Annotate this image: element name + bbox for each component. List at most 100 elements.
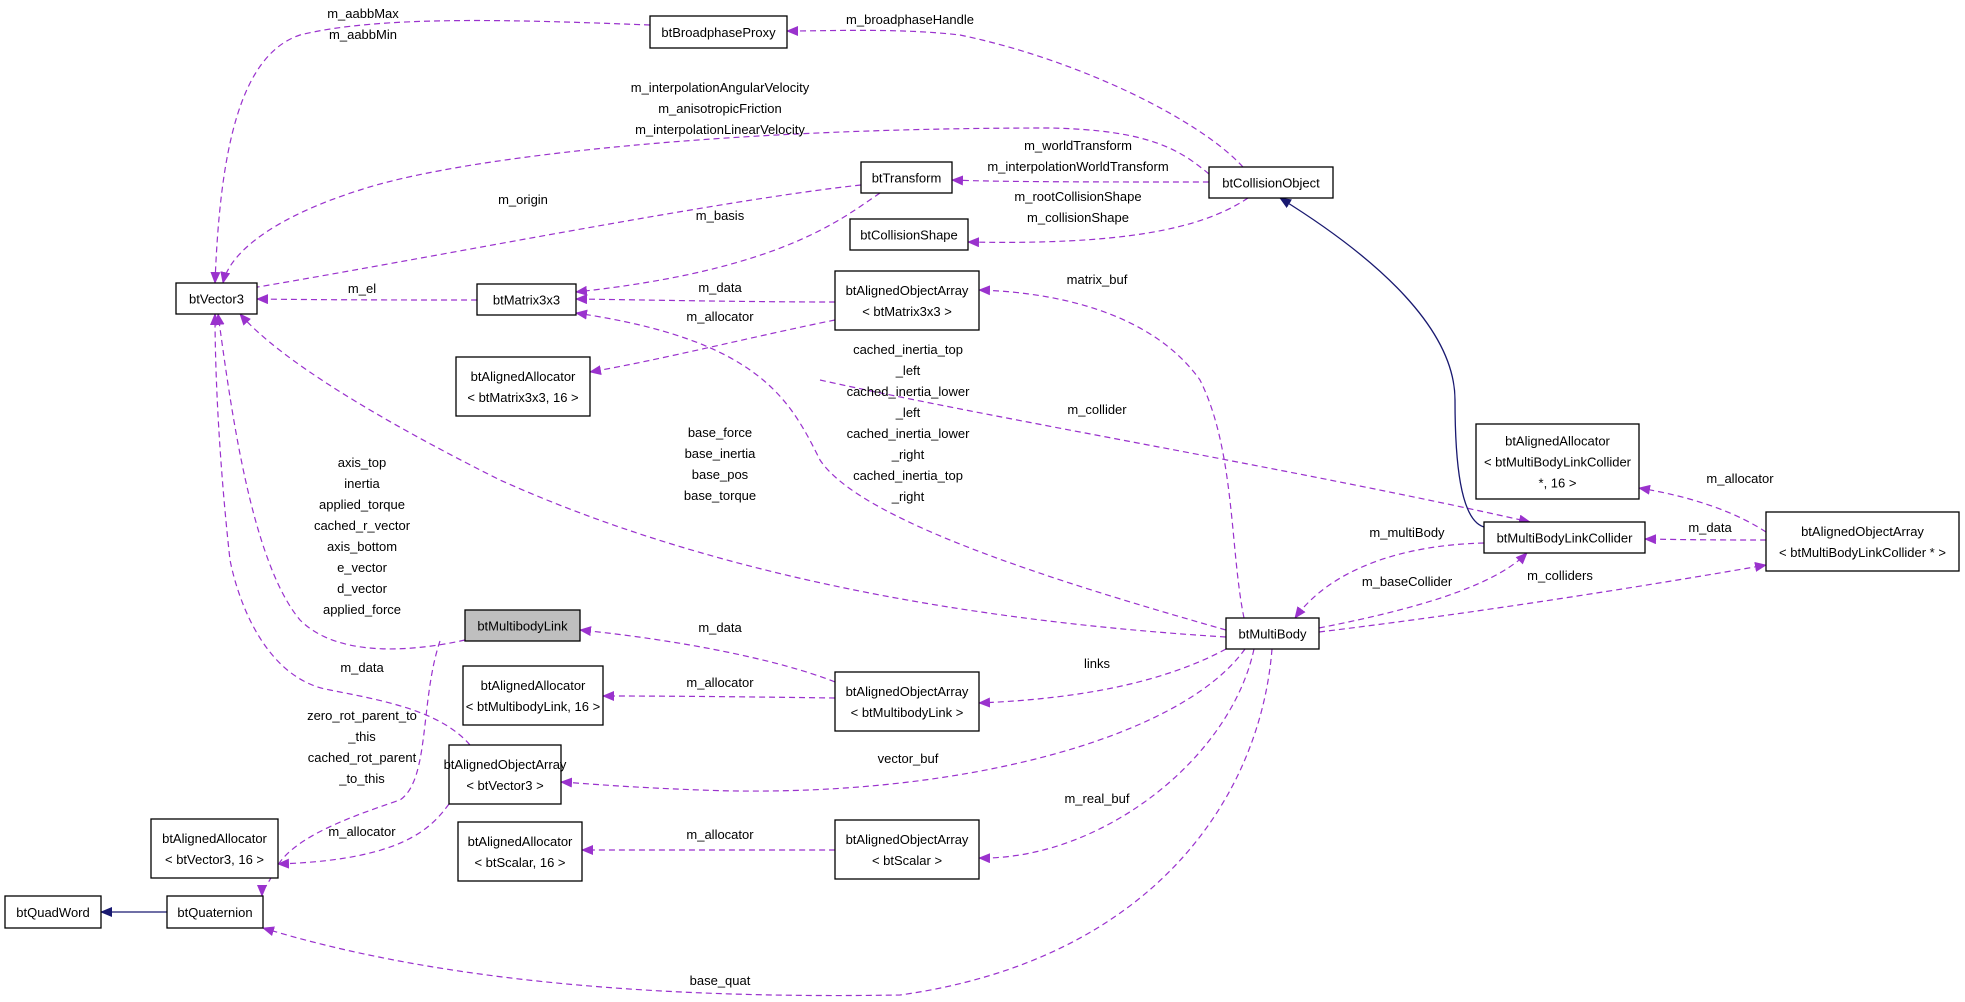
edge-aoacollider-aacollider xyxy=(1638,484,1767,533)
class-node-aoa-link-collider[interactable]: btAlignedObjectArray< btMultiBodyLinkCol… xyxy=(1765,511,1960,572)
edge-label-matrix-vector3: m_el xyxy=(348,281,376,296)
class-node-aoa-multibody-link[interactable]: btAlignedObjectArray< btMultibodyLink > xyxy=(834,671,980,732)
edge-aoamatrix-matrix xyxy=(575,294,836,305)
edge-label-aoalink-aalink: m_allocator xyxy=(686,675,754,690)
nodes-layer: btVector3 btBroadphaseProxy btTransform btC… xyxy=(4,15,1960,929)
class-node-bt-broadphase-proxy[interactable]: btBroadphaseProxy xyxy=(649,15,788,49)
edge-label-multibody-aoascalar: m_real_buf xyxy=(1064,791,1129,806)
class-node-label: btVector3 xyxy=(189,292,244,307)
class-node-label: btMatrix3x3 xyxy=(493,293,560,308)
class-node-bt-quaternion[interactable]: btQuaternion xyxy=(166,895,264,929)
class-node-aoa-scalar[interactable]: btAlignedObjectArray< btScalar > xyxy=(834,819,980,880)
edge-multibody-vector3 xyxy=(239,313,1227,638)
edge-label-link-collider: m_collider xyxy=(1067,402,1127,417)
class-node-bt-multibody-link-collider[interactable]: btMultiBodyLinkCollider xyxy=(1483,521,1646,554)
edge-label-aoascalar-aascalar: m_allocator xyxy=(686,827,754,842)
class-node-aa-matrix3x3[interactable]: btAlignedAllocator< btMatrix3x3, 16 > xyxy=(455,356,591,417)
class-node-label: btBroadphaseProxy xyxy=(661,25,776,40)
edge-label-aoavector-vector3: m_data xyxy=(340,660,384,675)
edge-multibody-aoacollider xyxy=(1318,561,1767,633)
class-node-label: btMultiBodyLinkCollider xyxy=(1497,531,1634,546)
class-node-label: btAlignedAllocator< btVector3, 16 > xyxy=(162,831,267,867)
edge-colobj-proxy xyxy=(786,25,1244,168)
class-node-label: btAlignedObjectArray< btMultiBodyLinkCol… xyxy=(1779,524,1946,560)
class-node-label: btCollisionObject xyxy=(1222,176,1320,191)
class-node-aa-vector3[interactable]: btAlignedAllocator< btVector3, 16 > xyxy=(150,818,279,879)
class-node-aa-multibody-link[interactable]: btAlignedAllocator< btMultibodyLink, 16 … xyxy=(462,665,604,726)
edge-multibody-aoavector xyxy=(560,648,1246,792)
edge-matrix-vector3 xyxy=(256,294,478,305)
edge-link-collider xyxy=(819,379,1531,525)
edge-aoacollider-collider xyxy=(1644,534,1767,545)
edges-layer xyxy=(100,19,1767,997)
class-node-label: btAlignedObjectArray< btMultibodyLink > xyxy=(846,684,969,720)
class-node-bt-multibody[interactable]: btMultiBody xyxy=(1225,617,1320,650)
class-node-bt-collision-object[interactable]: btCollisionObject xyxy=(1208,166,1334,199)
edge-label-aoamatrix-matrix: m_data xyxy=(698,280,742,295)
edge-multibody-collider xyxy=(1318,552,1528,629)
edge-label-collider-multibody: m_multiBody xyxy=(1369,525,1445,540)
edge-transform-vector3 xyxy=(239,184,862,294)
class-node-bt-multibody-link[interactable]: btMultibodyLink xyxy=(464,609,581,642)
edge-aoalink-link xyxy=(579,626,836,683)
edge-collider-colobj xyxy=(1279,197,1485,528)
edge-collider-multibody xyxy=(1294,542,1485,619)
edge-colobj-shape xyxy=(967,197,1249,248)
edge-aoavector-vector3 xyxy=(210,313,471,746)
class-node-aa-scalar[interactable]: btAlignedAllocator< btScalar, 16 > xyxy=(457,821,583,882)
class-node-bt-quad-word[interactable]: btQuadWord xyxy=(4,895,102,929)
edge-label-aoacollider-aacollider: m_allocator xyxy=(1706,471,1774,486)
edge-aoamatrix-aamatrix xyxy=(589,319,836,376)
class-node-aoa-vector3[interactable]: btAlignedObjectArray< btVector3 > xyxy=(444,744,567,805)
edge-link-quaternion xyxy=(257,640,441,897)
class-node-bt-transform[interactable]: btTransform xyxy=(860,161,953,194)
class-node-label: btCollisionShape xyxy=(860,228,958,243)
edge-label-multibody-aoacollider: m_colliders xyxy=(1527,568,1593,583)
edge-link-matrix xyxy=(575,309,1227,631)
class-node-label: btAlignedAllocator< btMatrix3x3, 16 > xyxy=(467,369,578,405)
edge-label-multibody-quaternion: base_quat xyxy=(690,973,751,988)
edge-label-aoalink-link: m_data xyxy=(698,620,742,635)
edge-multibody-aoascalar xyxy=(978,648,1255,864)
edge-label-multibody-collider: m_baseCollider xyxy=(1362,574,1453,589)
class-node-label: btAlignedAllocator< btMultiBodyLinkColli… xyxy=(1484,434,1632,491)
edge-label-transform-matrix: m_basis xyxy=(696,208,745,223)
class-node-bt-vector3[interactable]: btVector3 xyxy=(175,282,258,315)
class-node-aa-link-collider[interactable]: btAlignedAllocator< btMultiBodyLinkColli… xyxy=(1475,423,1640,500)
class-node-label: btTransform xyxy=(872,171,942,186)
edge-link-vector3 xyxy=(214,313,466,650)
edge-label-aoacollider-collider: m_data xyxy=(1688,520,1732,535)
edge-aoalink-aalink xyxy=(602,691,836,702)
class-node-bt-collision-shape[interactable]: btCollisionShape xyxy=(849,218,969,251)
edge-transform-matrix xyxy=(575,192,881,296)
edge-label-aoavector-aavector: m_allocator xyxy=(328,824,396,839)
class-node-label: btQuadWord xyxy=(16,905,89,920)
class-node-label: btMultibodyLink xyxy=(477,619,568,634)
edge-label-multibody-aoamatrix: matrix_buf xyxy=(1067,272,1128,287)
edge-label-transform-vector3: m_origin xyxy=(498,192,548,207)
edge-multibody-quaternion xyxy=(262,648,1273,997)
class-node-label: btQuaternion xyxy=(177,905,252,920)
class-node-label: btAlignedObjectArray< btScalar > xyxy=(846,832,969,868)
class-node-aoa-matrix3x3[interactable]: btAlignedObjectArray< btMatrix3x3 > xyxy=(834,270,980,331)
class-node-label: btAlignedObjectArray< btMatrix3x3 > xyxy=(846,283,969,319)
class-node-label: btAlignedObjectArray< btVector3 > xyxy=(444,757,567,793)
edge-label-multibody-aoalink: links xyxy=(1084,656,1111,671)
edge-colobj-transform xyxy=(951,175,1210,186)
edge-label-multibody-aoavector: vector_buf xyxy=(878,751,939,766)
edge-aoavector-aavector xyxy=(277,803,450,869)
class-node-bt-matrix3x3[interactable]: btMatrix3x3 xyxy=(476,283,577,316)
class-node-label: btMultiBody xyxy=(1239,627,1307,642)
edge-proxy-vector3 xyxy=(210,19,651,284)
edge-label-colobj-proxy: m_broadphaseHandle xyxy=(846,12,974,27)
class-node-label: btAlignedAllocator< btMultibodyLink, 16 … xyxy=(466,678,600,714)
